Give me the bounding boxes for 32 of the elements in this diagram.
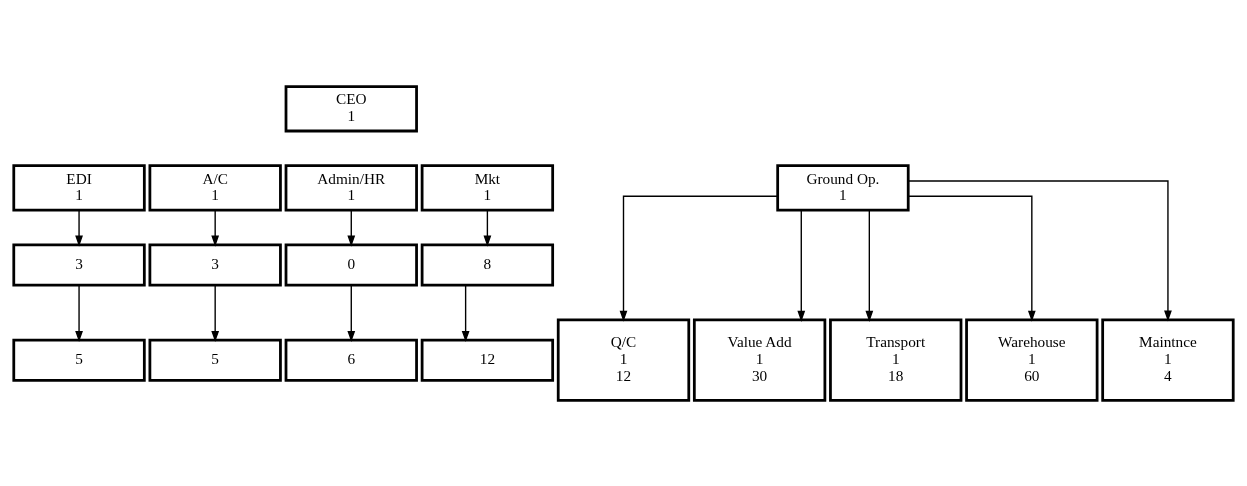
- node-box: Warehouse 1 60: [965, 318, 1099, 402]
- node-box: Ground Op. 1: [776, 163, 910, 212]
- node-box: 5: [12, 338, 146, 382]
- arrow: [347, 284, 356, 342]
- arrow: [75, 209, 83, 247]
- node-box: 5: [148, 338, 282, 382]
- node-box: 0: [284, 243, 418, 287]
- node-box: Q/C 1 12: [556, 318, 691, 402]
- node-box: 12: [420, 338, 555, 382]
- node-box: Mkt 1: [420, 163, 555, 212]
- node-box: 3: [12, 243, 146, 287]
- node-box: EDI 1: [12, 163, 146, 212]
- arrow: [211, 209, 220, 247]
- arrow: [619, 195, 778, 322]
- arrow: [461, 284, 470, 342]
- node-box: 3: [148, 243, 282, 287]
- node-box: Admin/HR 1: [284, 163, 418, 212]
- node-box: 6: [284, 338, 418, 382]
- arrow: [483, 209, 492, 247]
- arrow: [865, 209, 874, 322]
- node-box: 8: [420, 243, 555, 287]
- node-box: Maintnce 1 4: [1101, 318, 1235, 402]
- arrow: [907, 195, 1036, 322]
- arrow: [211, 284, 220, 342]
- arrow: [907, 179, 1172, 322]
- arrow: [347, 209, 356, 247]
- node-box: Value Add 1 30: [692, 318, 827, 402]
- node-box: CEO 1: [284, 84, 418, 132]
- node-box: Transport 1 18: [829, 318, 963, 402]
- arrow: [75, 284, 83, 342]
- arrow: [797, 209, 806, 322]
- node-box: A/C 1: [148, 163, 282, 212]
